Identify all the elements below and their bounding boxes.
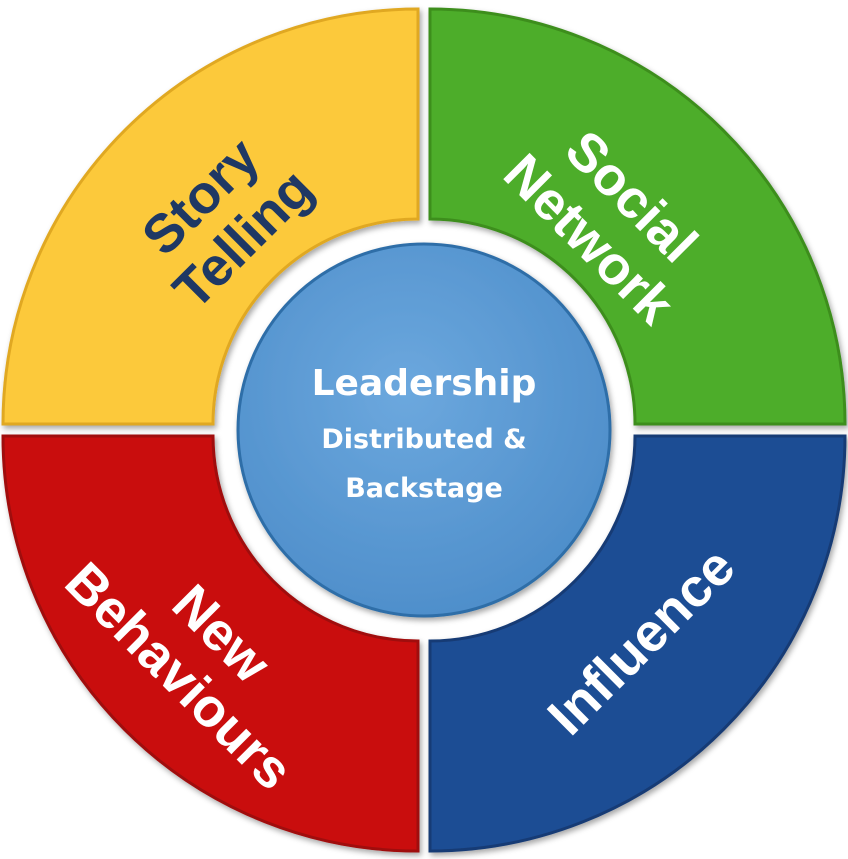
quadrant-new-behaviours xyxy=(1,434,420,853)
center-title: Leadership xyxy=(312,363,537,404)
quadrant-influence xyxy=(428,434,847,853)
center-circle xyxy=(236,242,612,618)
center-line-2: Distributed & xyxy=(321,424,526,455)
center-line-3: Backstage xyxy=(345,473,503,504)
quadrant-story-telling xyxy=(1,7,420,426)
quadrant-social-network xyxy=(428,7,847,426)
